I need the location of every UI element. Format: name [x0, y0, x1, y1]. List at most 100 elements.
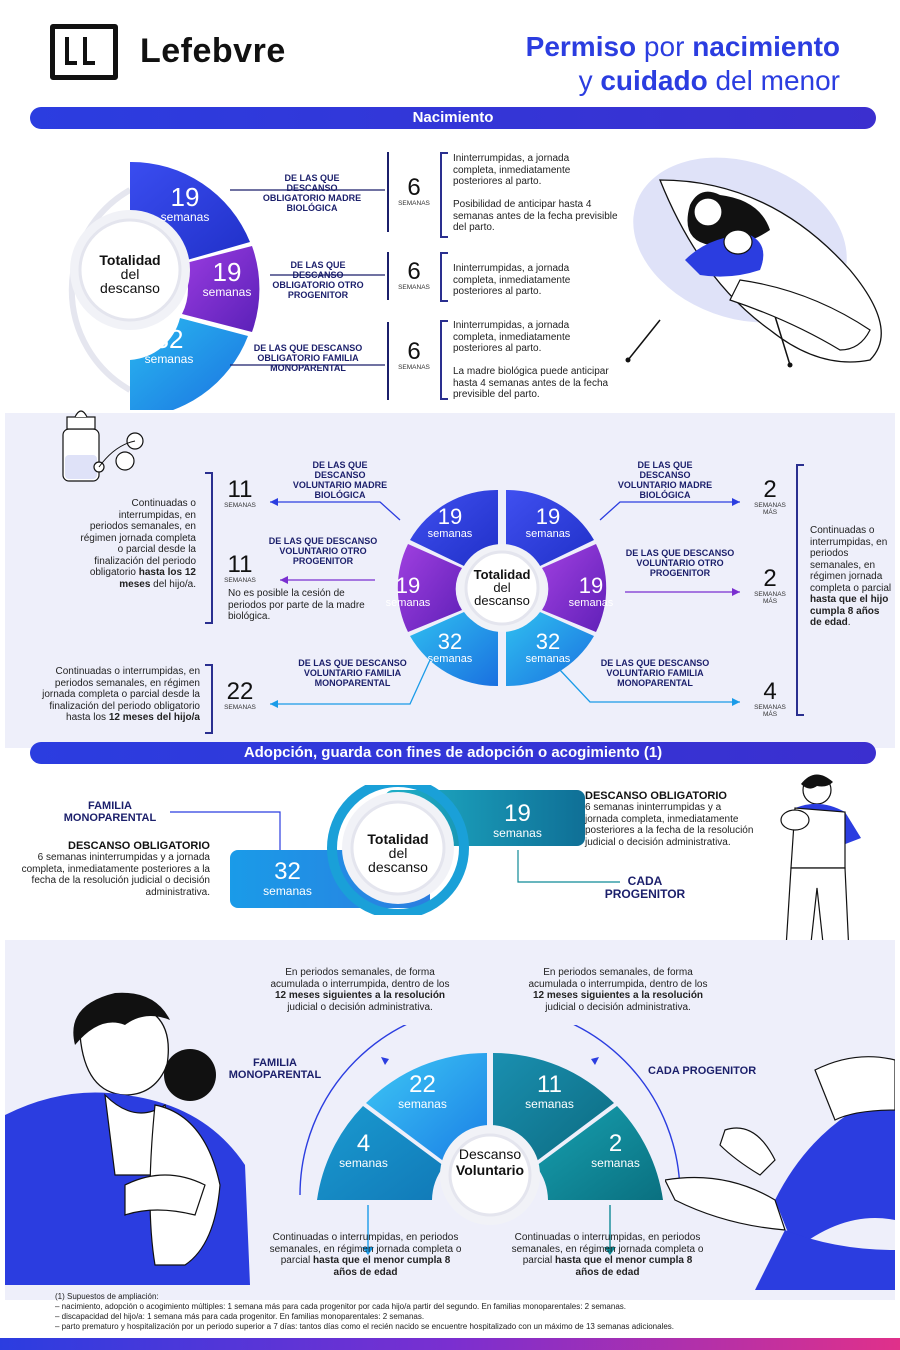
bracket [440, 252, 448, 302]
bracket [440, 152, 448, 238]
familia-monoparental-label: FAMILIA MONOPARENTAL [63, 800, 157, 824]
desc-post: judicial o decisión administrativa. [545, 1001, 691, 1013]
do-right: DESCANSO OBLIGATORIO 6 semanas ininterru… [585, 790, 755, 848]
dial-center-label: Descanso Voluntario [440, 1146, 540, 1178]
desc-2: Ininterrumpidas, a jornada completa, inm… [453, 263, 571, 297]
do-title: DESCANSO OBLIGATORIO [585, 790, 727, 802]
label-vol-mono-left: DE LAS QUE DESCANSO VOLUNTARIO FAMILIA M… [298, 658, 407, 688]
seg2-value: 19 semanas [192, 259, 262, 299]
desc-post: . [847, 617, 851, 628]
top-left-desc: En periodos semanales, de forma acumulad… [270, 967, 450, 1013]
num-block-1: 6 SEMANAS [394, 174, 434, 208]
v-num: 4 [356, 1130, 371, 1157]
center-label: Totalidad del descanso [80, 253, 180, 295]
title-word: por [636, 31, 693, 62]
desc-bold: hasta los 12 meses [119, 567, 196, 590]
do-text: 6 semanas ininterrumpidas y a jornada co… [585, 802, 754, 848]
v-unit: semanas [339, 1156, 388, 1170]
desc-bold: hasta que el menor cumpla 8 años de edad [312, 1255, 451, 1278]
v-num: 11 [537, 1071, 562, 1098]
center-l3: descanso [368, 859, 428, 875]
segment-mono [130, 318, 248, 410]
center-l3: descanso [100, 280, 160, 296]
footnote: (1) Supuestos de ampliación: – nacimient… [55, 1292, 875, 1332]
seg1-value: 19 semanas [150, 184, 220, 224]
num: 11 [227, 476, 253, 503]
cada-label-2: CADA PROGENITOR [648, 1065, 757, 1077]
center-l1: Totalidad [473, 567, 531, 582]
desc-post: judicial o decisión administrativa. [287, 1001, 433, 1013]
center-l1: Totalidad [99, 252, 161, 268]
bracket [205, 664, 213, 734]
seg3-unit: semanas [144, 352, 194, 366]
baby-bottle-icon [62, 410, 144, 482]
v-unit: semanas [525, 653, 571, 665]
bracket [440, 320, 448, 400]
footnote-line: – parto prematuro y hospitalización por … [55, 1322, 675, 1331]
label-vol-otro-left: DE LAS QUE DESCANSO VOLUNTARIO OTRO PROG… [268, 536, 378, 566]
seg3-num: 32 [154, 324, 184, 354]
do-text: 6 semanas ininterrumpidas y a jornada co… [21, 852, 210, 898]
v-num: 19 [578, 573, 604, 598]
desc-pre: Continuadas o interrumpidas, en periodos… [810, 525, 892, 594]
desc-pre: En periodos semanales, de forma acumulad… [528, 967, 708, 990]
bot-right-desc: Continuadas o interrumpidas, en periodos… [510, 1232, 705, 1278]
center-l2: del [493, 580, 511, 595]
bracket [796, 464, 804, 716]
num-6: 6 [407, 174, 421, 201]
center-l2: Voluntario [455, 1162, 525, 1178]
label-vol-otro-right: DE LAS QUE DESCANSO VOLUNTARIO OTRO PROG… [625, 548, 735, 578]
num: 4 [763, 678, 777, 705]
dial-seg-4 [317, 1106, 444, 1200]
desc-right-voluntario: Continuadas o interrumpidas, en periodos… [810, 525, 892, 629]
s2-arrows [270, 498, 740, 708]
reaching-person-illustration [665, 1056, 895, 1290]
unit-semanas: SEMANAS [398, 200, 430, 207]
v-num: 22 [409, 1071, 436, 1098]
v-unit: semanas [385, 597, 431, 609]
cada-progenitor-label: CADA PROGENITOR [604, 874, 686, 901]
label-mono-oblig: DE LAS QUE DESCANSO OBLIGATORIO FAMILIA … [253, 343, 363, 373]
s3-connectors [170, 811, 620, 883]
v-unit: semanas [493, 826, 542, 840]
segment-right-otro [542, 544, 607, 632]
num-block-2: 6 SEMANAS [394, 258, 434, 292]
v-num: 32 [437, 629, 463, 654]
outer-arc [299, 1025, 681, 1196]
num-6: 6 [407, 258, 421, 285]
segment-madre [130, 161, 250, 262]
footnote-line: – nacimiento, adopción o acogimiento múl… [55, 1302, 626, 1311]
desc-bold: hasta que el hijo cumpla 8 años de edad [810, 594, 889, 628]
label-otro-oblig: DE LAS QUE DESCANSO OBLIGATORIO OTRO PRO… [272, 260, 364, 300]
footnote-line: (1) Supuestos de ampliación: [55, 1292, 159, 1301]
desc-1a: Ininterrumpidas, a jornada completa, inm… [453, 153, 571, 187]
unit: SEMANAS MÁS [754, 502, 786, 516]
desc-pre: Continuadas o interrumpidas, en periodos… [269, 1232, 462, 1266]
center-label-2: Totalidad del descanso [452, 568, 552, 607]
v-num: 2 [608, 1130, 623, 1157]
half-dial-chart [299, 1025, 681, 1255]
top-right-desc: En periodos semanales, de forma acumulad… [528, 967, 708, 1013]
seg1-num: 19 [170, 182, 200, 212]
outer-ring-arc [68, 187, 132, 393]
bot-left-desc: Continuadas o interrumpidas, en periodos… [268, 1232, 463, 1278]
center-l2: del [388, 845, 408, 861]
center-l1: Totalidad [367, 831, 429, 847]
segment-left-mono [410, 612, 498, 687]
v-num: 32 [535, 629, 561, 654]
section-band-adopcion: Adopción, guarda con fines de adopción o… [30, 742, 876, 764]
desc-bold: 12 meses siguientes a la resolución [532, 990, 704, 1001]
do-title: DESCANSO OBLIGATORIO [68, 840, 210, 852]
segment-otro [182, 246, 260, 332]
v-num: 32 [274, 858, 301, 885]
unit: SEMANAS MÁS [754, 704, 786, 718]
